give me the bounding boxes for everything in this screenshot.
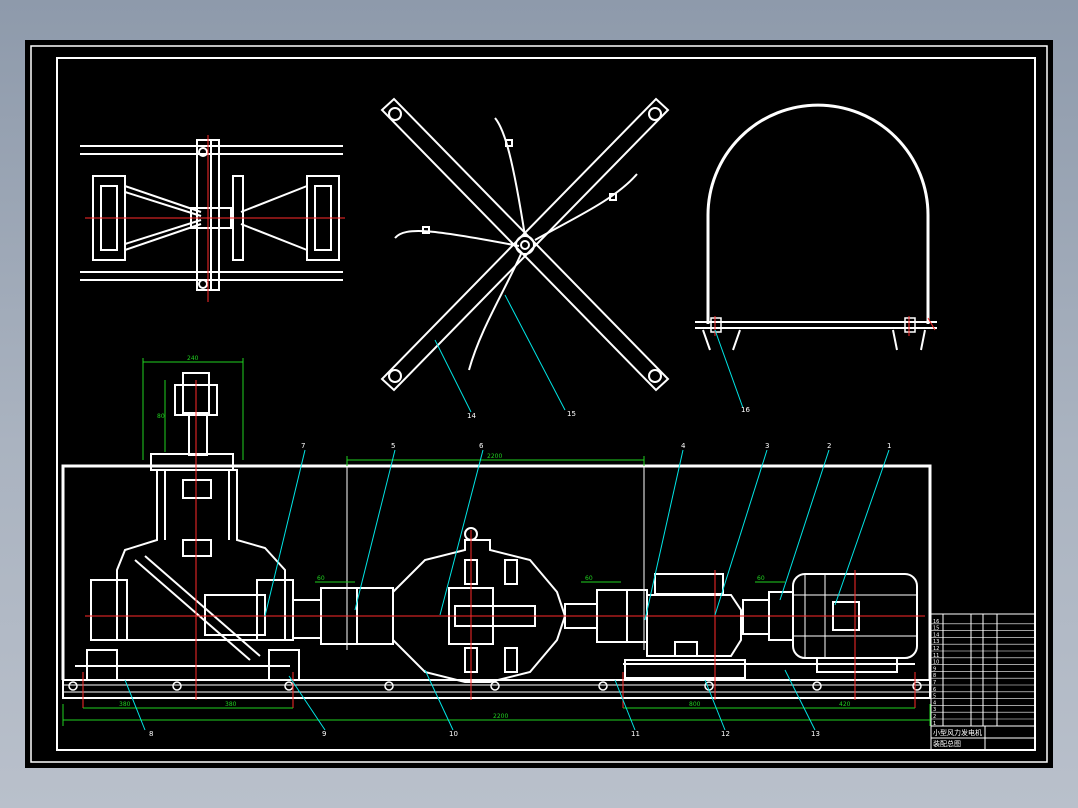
dim-small-right: 60 <box>757 575 765 582</box>
brake-housing <box>624 573 746 679</box>
outer-border <box>30 45 1048 763</box>
parts-row-number: 11 <box>933 653 939 659</box>
dim-total: 2200 <box>493 713 508 720</box>
callout-9: 9 <box>322 730 326 738</box>
plan-view <box>80 139 343 291</box>
parts-row-number: 13 <box>933 639 939 645</box>
dim-span-2: 380 <box>225 701 237 708</box>
callout-12: 12 <box>721 730 730 738</box>
callout-7: 7 <box>301 442 305 450</box>
callout-5: 5 <box>391 442 395 450</box>
callout-4: 4 <box>681 442 686 450</box>
parts-row-number: 14 <box>933 632 939 638</box>
callout-14: 14 <box>467 412 476 420</box>
callout-8: 8 <box>149 730 153 738</box>
parts-row-number: 16 <box>933 619 939 625</box>
tower-housing <box>86 372 300 681</box>
parts-row-number: 3 <box>933 707 936 713</box>
dimension-labels: 240 80 2200 2200 380 380 800 420 60 60 6… <box>119 355 851 720</box>
inner-border <box>56 57 1036 751</box>
dim-span: 2200 <box>487 453 502 460</box>
parts-row-number: 8 <box>933 673 936 679</box>
leader-lines <box>124 294 890 731</box>
drawing-title: 小型风力发电机 <box>933 728 982 737</box>
dim-right-2: 420 <box>839 701 851 708</box>
arch-marks <box>714 316 936 336</box>
callout-15: 15 <box>567 410 576 418</box>
dim-vert: 80 <box>157 413 165 420</box>
arch-frame <box>695 103 937 351</box>
callout-16: 16 <box>741 406 750 414</box>
dim-right-1: 800 <box>689 701 701 708</box>
assembly-drawing: 240 80 2200 2200 380 380 800 420 60 60 6… <box>30 45 1048 763</box>
rotor-arms <box>380 97 670 392</box>
base-bolts <box>68 681 922 691</box>
parts-row-number: 7 <box>933 680 936 686</box>
parts-row-number: 9 <box>933 666 936 672</box>
dim-small-left: 60 <box>317 575 325 582</box>
dim-span-1: 380 <box>119 701 131 708</box>
parts-row-number: 15 <box>933 626 939 632</box>
parts-row-number: 2 <box>933 714 936 720</box>
parts-row-number: 10 <box>933 660 939 666</box>
dim-small-mid: 60 <box>585 575 593 582</box>
title-text: 小型风力发电机 装配总图 <box>933 728 982 748</box>
dimension-lines <box>62 358 931 726</box>
parts-row-number: 1 <box>933 721 936 727</box>
parts-row-number: 5 <box>933 694 936 700</box>
parts-row-number: 4 <box>933 700 936 706</box>
callout-2: 2 <box>827 442 831 450</box>
callout-11: 11 <box>631 730 640 738</box>
callout-6: 6 <box>479 442 484 450</box>
callout-13: 13 <box>811 730 820 738</box>
dim-top-width: 240 <box>187 355 199 362</box>
gearbox <box>392 527 567 683</box>
drawing-subtitle: 装配总图 <box>933 739 961 748</box>
callouts: 1 2 3 4 6 5 7 8 9 10 11 12 13 14 15 16 <box>149 406 891 738</box>
plan-centerlines <box>85 135 345 302</box>
callout-1: 1 <box>887 442 891 450</box>
parts-row-number: 12 <box>933 646 939 652</box>
center-lines <box>82 380 925 708</box>
callout-10: 10 <box>449 730 458 738</box>
parts-row-number: 6 <box>933 687 936 693</box>
enclosure <box>61 464 932 680</box>
callout-3: 3 <box>765 442 769 450</box>
cad-viewport[interactable]: 240 80 2200 2200 380 380 800 420 60 60 6… <box>25 40 1053 768</box>
